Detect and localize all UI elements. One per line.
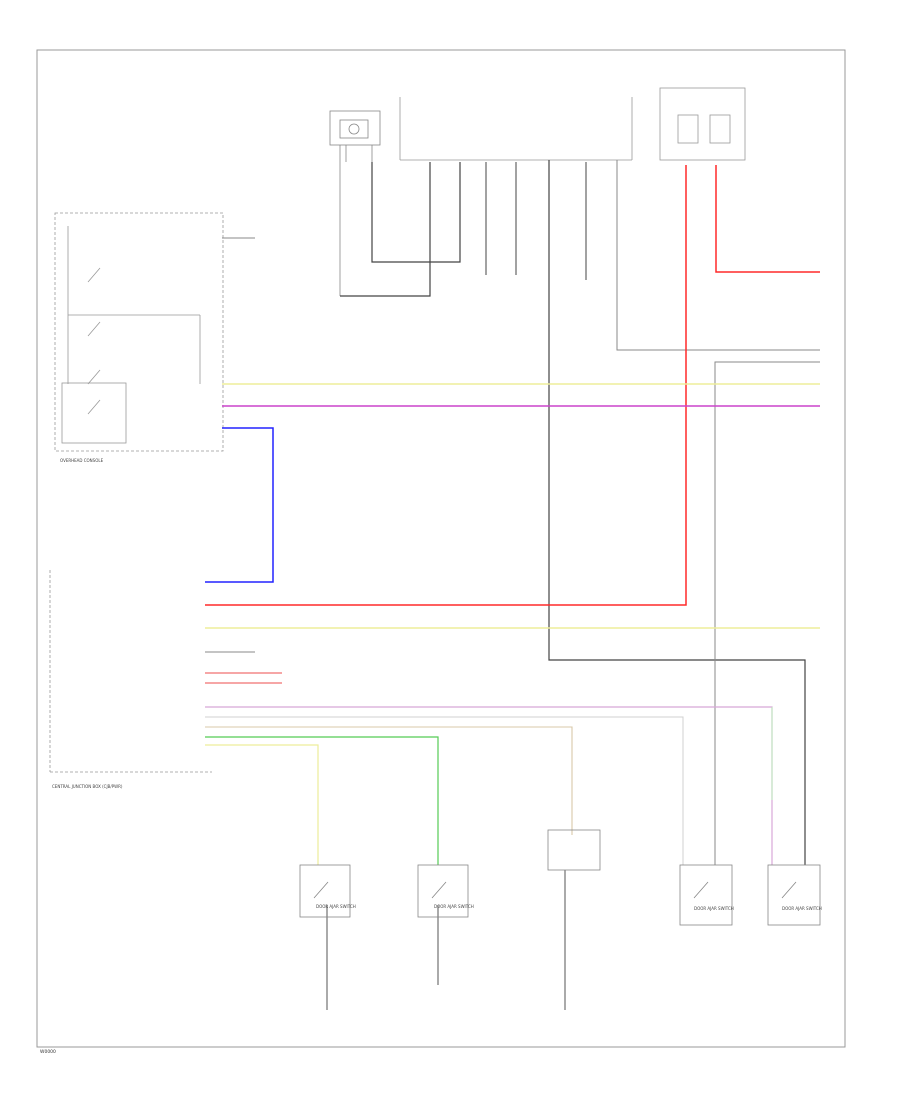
wire-tan-1 — [205, 726, 573, 835]
door-switch-pass — [679, 864, 733, 926]
wire-gray-2 — [714, 361, 820, 865]
top-module-left — [329, 110, 381, 296]
overhead-console — [54, 212, 224, 452]
switch-lr-label: DOOR AJAR SWITCH — [434, 904, 474, 909]
door-switch-lr — [417, 864, 469, 918]
door-switch-lg — [547, 829, 601, 871]
wire-black-2 — [371, 162, 461, 263]
switch-driver-label: DOOR AJAR SWITCH — [782, 906, 822, 911]
wire-gray-1 — [616, 160, 820, 351]
wire-black-1 — [340, 162, 431, 297]
footer-code: W0000 — [40, 1049, 56, 1055]
top-module-center-frame — [399, 97, 633, 161]
ground-drops — [326, 870, 566, 1010]
door-switch-driver — [767, 864, 821, 926]
switch-rr-label: DOOR AJAR SWITCH — [316, 904, 356, 909]
door-switch-rr — [299, 864, 351, 918]
wire-yellow-3 — [205, 744, 319, 865]
wire-black-3 — [548, 160, 806, 865]
wire-green-1 — [205, 736, 439, 865]
wire-tan-2 — [205, 716, 684, 865]
central-junction-label: CENTRAL JUNCTION BOX (CJB/PWR) — [52, 784, 123, 789]
wire-light-violet-1 — [205, 706, 773, 865]
wire-red-2 — [205, 165, 687, 606]
switch-pass-label: DOOR AJAR SWITCH — [694, 906, 734, 911]
overhead-console-label: OVERHEAD CONSOLE — [60, 458, 104, 463]
wire-red-1 — [715, 165, 820, 273]
diagram-frame — [36, 49, 846, 1048]
wire-blue-1 — [205, 427, 274, 583]
central-junction-box — [49, 570, 212, 773]
top-right-fuse-box — [659, 87, 746, 161]
